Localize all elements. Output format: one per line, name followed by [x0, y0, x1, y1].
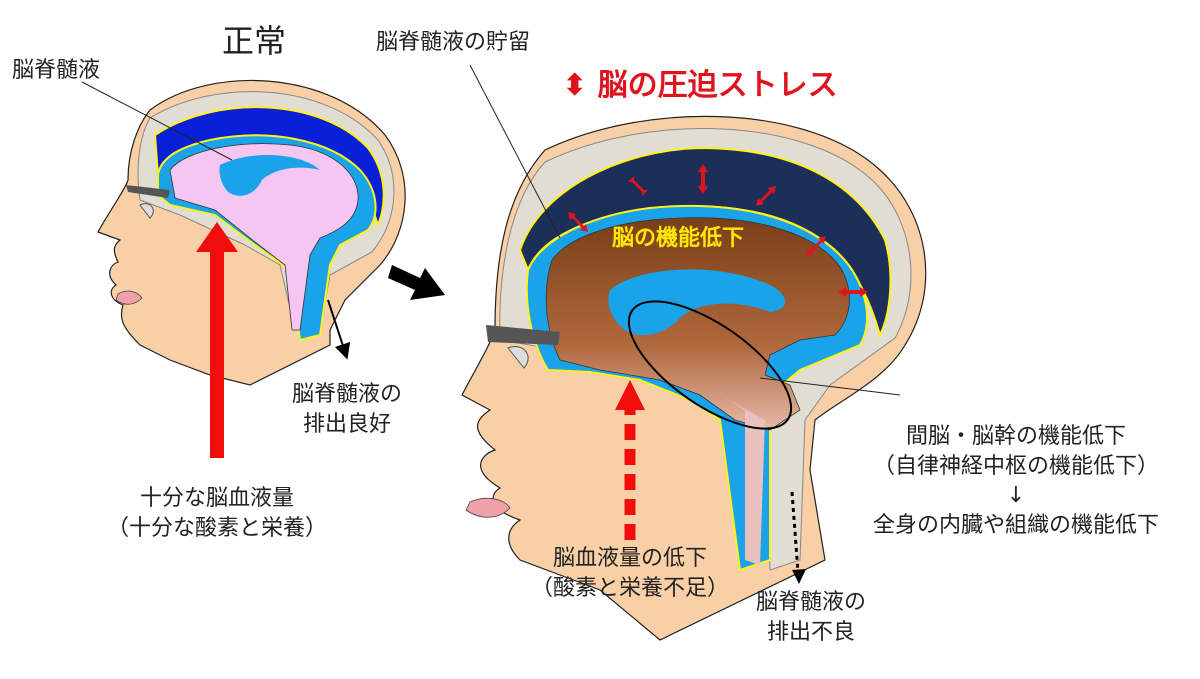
abnormal-brain	[545, 217, 850, 431]
stress-title: 脳の圧迫ストレス	[597, 68, 838, 103]
brain-function-label: 脳の機能低下	[612, 226, 745, 251]
normal-brain	[169, 143, 359, 331]
csf-label-left: 脳脊髄液	[12, 58, 101, 83]
abnormal-head	[461, 64, 927, 641]
organs-label: 全身の内臓や組織の機能低下	[872, 513, 1159, 539]
diencephalon-label: 間脳・脳幹の機能低下 （自律神経中枢の機能低下） ↓ 全身の内臓や組織の機能低下	[846, 422, 1186, 541]
normal-head	[81, 79, 406, 458]
normal-title: 正常	[222, 22, 287, 60]
blood-low-label: 脳血液量の低下 （酸素と栄養不足）	[530, 546, 729, 601]
pressure-arrows	[568, 164, 868, 297]
csf-drain-bad-label: 脳脊髄液の 排出不良	[755, 590, 866, 645]
csf-drain-good-label: 脳脊髄液の 排出良好	[291, 382, 402, 437]
stress-arrow-icon: ⬍	[562, 68, 588, 103]
csf-retention-label: 脳脊髄液の貯留	[376, 30, 531, 55]
transition-arrow	[388, 265, 445, 300]
stress-title-row: ⬍ 脳の圧迫ストレス	[562, 66, 838, 107]
down-arrow-icon: ↓	[1006, 483, 1026, 509]
blood-ok-label: 十分な脳血液量 （十分な酸素と栄養）	[106, 486, 327, 541]
